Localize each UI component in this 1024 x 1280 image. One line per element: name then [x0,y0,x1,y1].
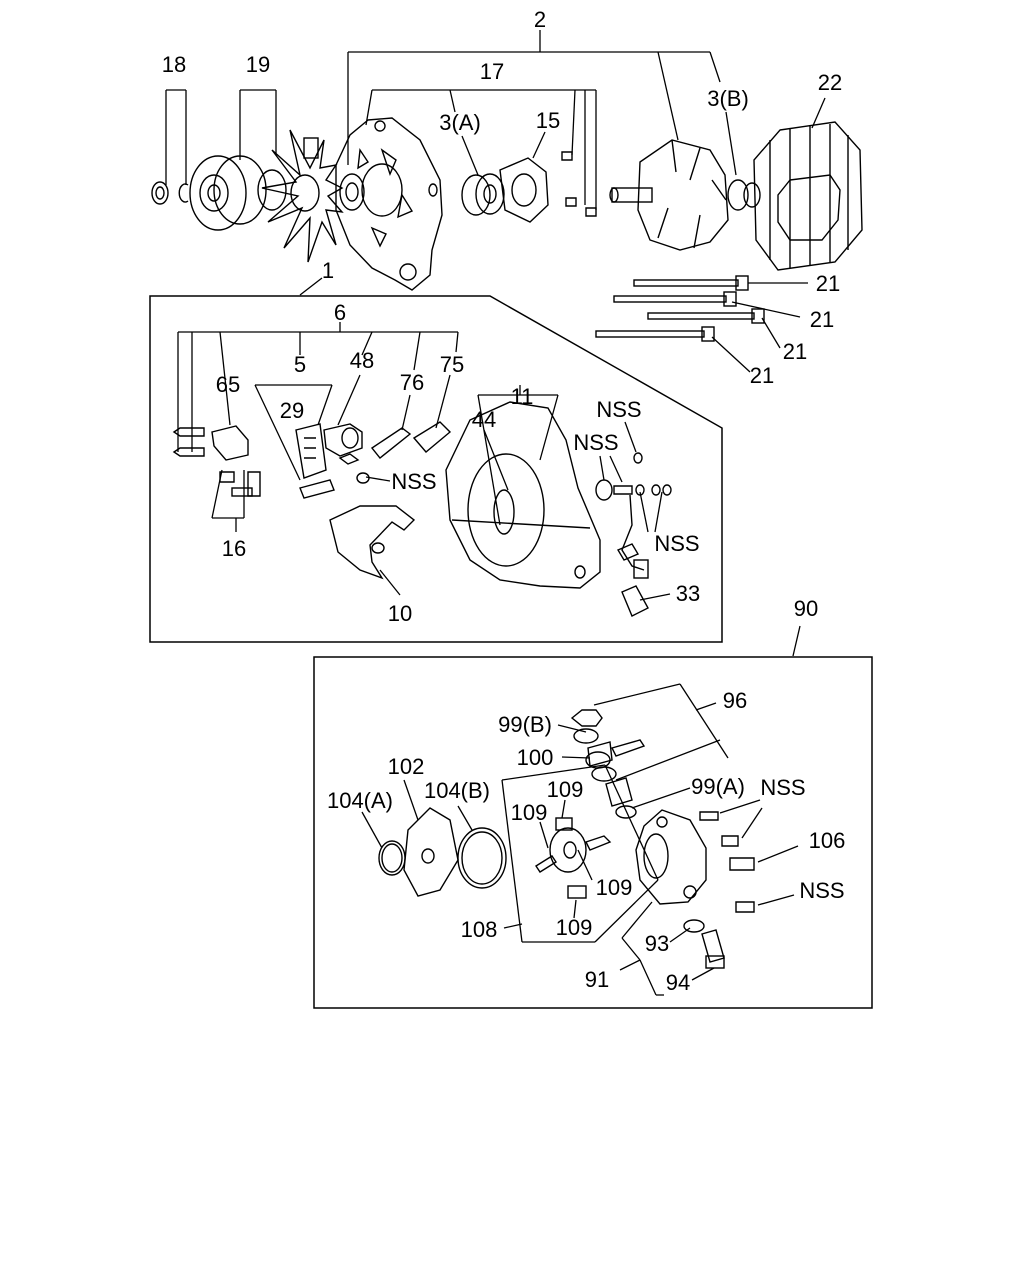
callout-15: 15 [536,108,560,133]
part-terminal-pins [172,427,205,457]
part-nss-washer [356,472,370,484]
part-front-housing [335,117,443,291]
callout-96: 96 [723,688,747,713]
callout-100: 100 [517,745,554,770]
callout-99b: 99(B) [498,712,552,737]
callout-109: 109 [511,800,548,825]
part-76-plate [370,427,412,459]
part-15-plate [499,157,549,223]
callout-29: 29 [280,398,304,423]
part-3b-bearing [727,179,761,211]
part-21-bolts [595,275,765,342]
leader-lines [165,30,826,996]
part-48-regulator [323,423,363,465]
callout-102: 102 [388,754,425,779]
part-16-bolt [219,471,261,497]
callout-76: 76 [400,370,424,395]
callout-109: 109 [547,777,584,802]
callout-3b: 3(B) [707,86,749,111]
part-pump-housing [635,809,707,905]
part-nss-screws [699,811,755,913]
part-nss-terminals [595,452,672,501]
part-10-rectifier [329,505,416,580]
part-screws [561,151,597,217]
part-3a-bearing [461,173,505,216]
callout-65: 65 [216,372,240,397]
callout-18: 18 [162,52,186,77]
callout-nss: NSS [760,775,805,800]
callout-21: 21 [783,339,807,364]
callout-nss: NSS [799,878,844,903]
callout-93: 93 [645,931,669,956]
callout-90: 90 [794,596,818,621]
callout-109: 109 [596,875,633,900]
callout-2: 2 [534,7,546,32]
callout-104b: 104(B) [424,778,490,803]
callout-5: 5 [294,352,306,377]
callout-21: 21 [816,271,840,296]
callout-10: 10 [388,601,412,626]
callout-labels: 2 17 18 19 3(A) 15 3(B) 22 21 21 21 21 1… [162,7,846,995]
callout-104a: 104(A) [327,788,393,813]
part-rotor-vanes [535,817,612,899]
callout-33: 33 [676,581,700,606]
part-11-rear-housing [445,401,601,589]
part-22-stator [753,121,863,271]
callout-91: 91 [585,967,609,992]
callout-3a: 3(A) [439,110,481,135]
callout-nss: NSS [573,430,618,455]
part-65-connector [211,425,249,461]
part-33-cable [616,494,649,617]
part-19-pulley [189,155,287,231]
callout-16: 16 [222,536,246,561]
callout-75: 75 [440,352,464,377]
part-102-cover [403,807,459,897]
callout-nss: NSS [391,469,436,494]
callout-1: 1 [322,258,334,283]
part-75-plate [412,421,452,453]
callout-48: 48 [350,348,374,373]
callout-94: 94 [666,970,690,995]
callout-109: 109 [556,915,593,940]
part-29-brush-holder [295,423,335,499]
callout-nss: NSS [654,531,699,556]
callout-21: 21 [810,307,834,332]
callout-21: 21 [750,363,774,388]
callout-6: 6 [334,300,346,325]
callout-11: 11 [511,384,534,409]
callout-22: 22 [818,70,842,95]
callout-17: 17 [480,59,504,84]
part-93-washer [683,919,705,933]
fan-icon [261,129,344,263]
callout-nss: NSS [596,397,641,422]
callout-108: 108 [461,917,498,942]
part-rotor [609,139,729,251]
part-96-fittings [570,709,646,819]
callout-106: 106 [809,828,846,853]
part-104a-oring [378,840,406,876]
callout-44: 44 [472,407,496,432]
callout-19: 19 [246,52,270,77]
part-18-nut [151,181,189,205]
part-94-fitting [701,929,725,969]
callout-99a: 99(A) [691,774,745,799]
assembly-90-outline [313,656,873,1009]
part-104b-oring [457,827,507,889]
assembly-1-outline [149,295,723,643]
